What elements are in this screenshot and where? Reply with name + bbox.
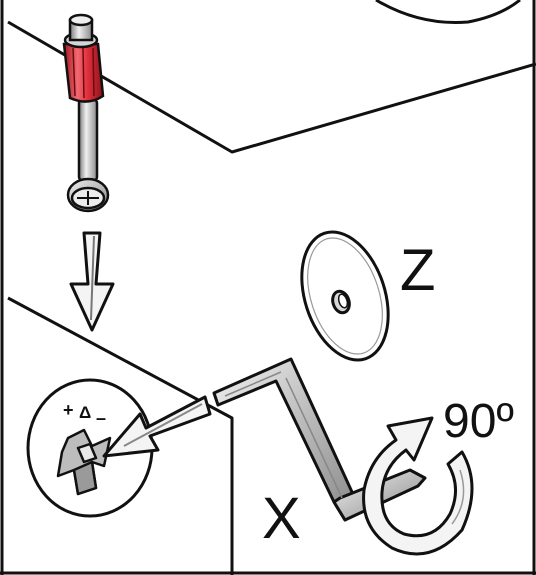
- polarity-plus-label: +: [63, 400, 74, 420]
- hex-key-icon: [212, 357, 427, 522]
- polarity-triangle-label: Δ: [79, 403, 91, 422]
- polarity-minus-label: –: [96, 408, 106, 428]
- down-arrow-icon: [69, 231, 115, 332]
- part-label-z: Z: [400, 238, 435, 303]
- washer-icon: [300, 230, 390, 362]
- insert-arrow-icon: [102, 395, 212, 458]
- rotation-angle-label: 90º: [443, 395, 514, 448]
- part-label-x: X: [262, 486, 301, 551]
- rotate-arrow-icon: [362, 416, 474, 556]
- cam-pin-icon: [62, 13, 110, 213]
